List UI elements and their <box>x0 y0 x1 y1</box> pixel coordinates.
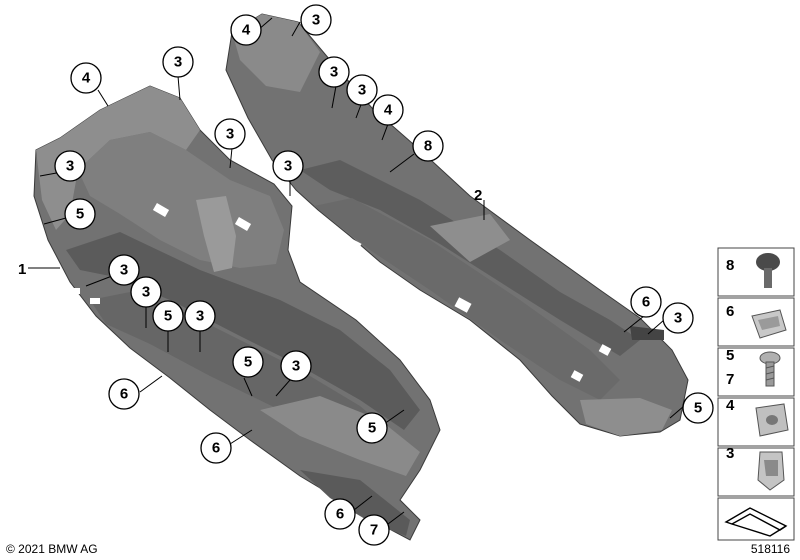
document-number: 518116 <box>750 542 790 556</box>
callout-c01: 4 <box>70 62 102 94</box>
legend-label-6: 6 <box>726 303 734 320</box>
callout-c23: 6 <box>630 286 662 318</box>
svg-text:3: 3 <box>196 308 204 325</box>
callout-c20: 6 <box>108 378 140 410</box>
svg-text:6: 6 <box>642 294 650 311</box>
callout-c17: 3 <box>280 350 312 382</box>
callout-c16: 5 <box>152 300 184 332</box>
legend-label-8: 8 <box>726 257 734 274</box>
callout-c25: 5 <box>682 392 714 424</box>
svg-text:5: 5 <box>76 206 84 223</box>
legend-label-7: 7 <box>726 371 734 388</box>
copyright-text: © 2021 BMW AG <box>6 542 98 556</box>
callout-c21: 5 <box>356 412 388 444</box>
callout-c15: 3 <box>184 300 216 332</box>
callout-c02: 3 <box>162 46 194 78</box>
part-label-2: 2 <box>474 187 482 204</box>
expanding-rivet-icon <box>756 253 780 288</box>
callout-c04: 3 <box>300 4 332 36</box>
panel-part-2 <box>225 13 689 437</box>
screw-icon <box>759 351 781 387</box>
callout-c08: 4 <box>372 94 404 126</box>
callout-c27: 7 <box>358 514 390 546</box>
svg-text:8: 8 <box>424 138 432 155</box>
part-label-1: 1 <box>18 261 26 278</box>
svg-text:3: 3 <box>142 284 150 301</box>
spring-clip-icon <box>751 309 787 339</box>
svg-text:7: 7 <box>370 522 378 539</box>
svg-text:3: 3 <box>284 158 292 175</box>
callout-c07: 3 <box>214 118 246 150</box>
callout-c14: 3 <box>130 276 162 308</box>
callout-c22: 6 <box>200 432 232 464</box>
callout-c12: 3 <box>108 254 140 286</box>
callout-c03: 4 <box>230 14 262 46</box>
legend-label-4: 4 <box>726 397 735 414</box>
legend-column: 8 6 5 7 4 3 <box>717 247 795 541</box>
callout-c11: 3 <box>54 150 86 182</box>
svg-text:3: 3 <box>226 126 234 143</box>
svg-text:3: 3 <box>66 158 74 175</box>
svg-text:5: 5 <box>368 420 376 437</box>
svg-text:6: 6 <box>336 506 344 523</box>
clip-nut-icon <box>755 403 789 437</box>
svg-text:3: 3 <box>292 358 300 375</box>
callout-c13: 5 <box>64 198 96 230</box>
svg-text:3: 3 <box>174 54 182 71</box>
callout-c10: 8 <box>412 130 444 162</box>
svg-text:4: 4 <box>82 70 91 87</box>
svg-text:3: 3 <box>330 64 338 81</box>
svg-text:3: 3 <box>120 262 128 279</box>
callout-c19: 3 <box>662 302 694 334</box>
legend-label-3: 3 <box>726 445 734 462</box>
bracket-arrow-icon <box>724 507 788 537</box>
svg-text:3: 3 <box>312 12 320 29</box>
legend-label-5: 5 <box>726 347 734 364</box>
spring-nut-icon <box>757 451 785 491</box>
callout-c18: 5 <box>232 346 264 378</box>
callout-c06: 3 <box>346 74 378 106</box>
svg-text:6: 6 <box>212 440 220 457</box>
svg-text:3: 3 <box>674 310 682 327</box>
svg-text:3: 3 <box>358 82 366 99</box>
svg-text:5: 5 <box>694 400 702 417</box>
svg-text:5: 5 <box>164 308 172 325</box>
svg-text:4: 4 <box>384 102 393 119</box>
callout-c05: 3 <box>318 56 350 88</box>
callout-c26: 6 <box>324 498 356 530</box>
svg-text:5: 5 <box>244 354 252 371</box>
svg-text:4: 4 <box>242 22 251 39</box>
callout-c09: 3 <box>272 150 304 182</box>
svg-text:6: 6 <box>120 386 128 403</box>
